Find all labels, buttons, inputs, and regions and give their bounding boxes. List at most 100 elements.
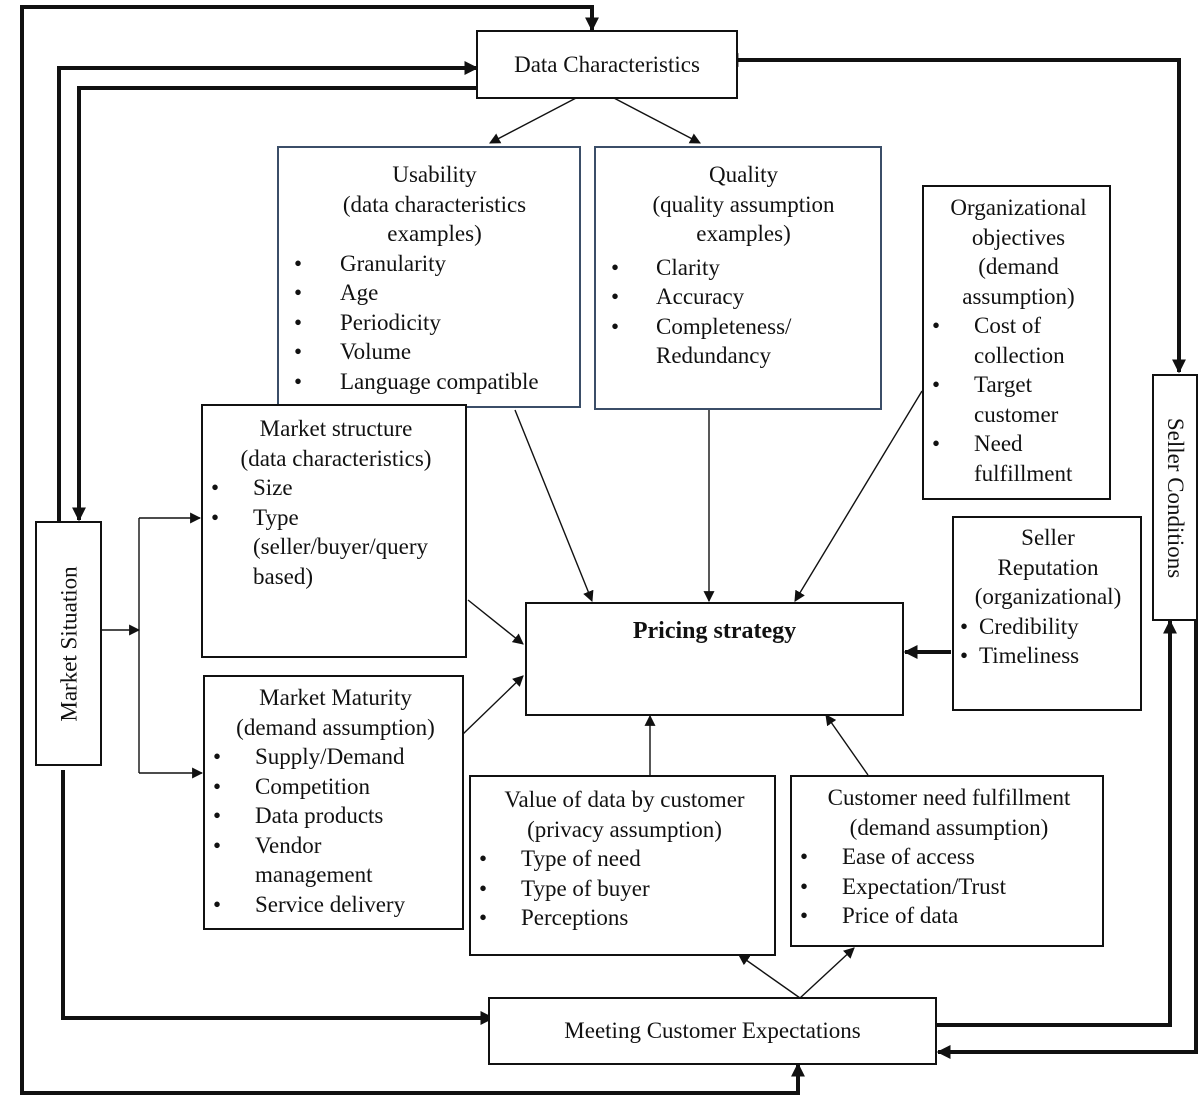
usability-title-line: (data characteristics: [342, 191, 527, 217]
list-item: •Need fulfillment: [932, 429, 1105, 488]
list-item-label: Target customer: [974, 372, 1059, 427]
quality-title-line: Quality: [709, 162, 778, 187]
list-item: •Clarity: [611, 253, 876, 283]
reputation-title-line: Reputation: [997, 554, 1099, 580]
usability-title-line: examples): [387, 221, 482, 246]
loop-dc-to-situation-inner: [72, 86, 477, 522]
bullet-glyph: •: [213, 832, 222, 858]
arrow-structure-to-pricing: [467, 599, 524, 645]
list-item: •Competition: [213, 772, 458, 802]
quality-box: Quality (quality assumption examples) •C…: [594, 146, 882, 410]
list-item: •Periodicity: [294, 308, 575, 338]
quality-list: •Clarity •Accuracy •Completeness/ Redund…: [611, 253, 876, 371]
objectives-title-line: Organizational: [950, 195, 1087, 220]
value-list: • Type of need • Type of buyer • Perception…: [479, 844, 770, 933]
structure-title-line: Market structure: [259, 416, 413, 441]
bullet-glyph: •: [932, 372, 941, 397]
list-item: •Expectation/Trust: [800, 872, 1098, 902]
maturity-title-line: (demand assumption): [236, 714, 435, 740]
arrow-maturity-to-pricing: [461, 675, 524, 736]
bullet-glyph: •: [294, 339, 303, 364]
list-item-label: Timeliness: [979, 643, 1080, 668]
data-characteristics-title: Data Characteristics: [514, 51, 700, 77]
bullet-glyph: •: [479, 875, 488, 901]
usability-title-line: Usability: [392, 162, 477, 187]
loop-bottom-to-expectations: [20, 1050, 805, 1095]
list-item: • Volume: [294, 337, 575, 367]
list-item-label: Language compatible: [340, 368, 539, 394]
value-of-data-box: Value of data by customer (privacy assum…: [469, 775, 776, 956]
arrow-dc-to-usability: [489, 96, 579, 144]
bullet-glyph: •: [479, 905, 488, 930]
list-item: •Supply/Demand: [213, 742, 458, 772]
list-item: • Perceptions: [479, 903, 770, 933]
need-list: •Ease of access •Expectation/Trust •Pric…: [800, 842, 1098, 931]
value-title-line: (privacy assumption): [527, 816, 722, 842]
list-item-label: Granularity: [340, 250, 447, 276]
list-item-label: Cost of collection: [974, 313, 1065, 368]
objectives-list: • Cost of collection • Target customer •Ne…: [932, 311, 1105, 488]
reputation-title-line: Seller: [1021, 525, 1075, 550]
market-structure-box: Market structure (data characteristics) …: [201, 404, 467, 658]
reputation-list: • Credibility • Timeliness: [960, 612, 1136, 671]
loop-seller-conditions-to-expectations: [936, 621, 1198, 1059]
bullet-glyph: •: [611, 284, 620, 309]
objectives-title-line: objectives: [971, 224, 1066, 250]
objectives-title-line: assumption): [962, 283, 1075, 309]
market-maturity-box: Market Maturity (demand assumption) •Sup…: [203, 675, 464, 930]
list-item: •Service delivery: [213, 890, 458, 920]
list-item-label: Service delivery: [255, 891, 406, 917]
quality-title-line: examples): [696, 221, 791, 246]
list-item-label: Type of need: [521, 846, 641, 871]
list-item-label: Periodicity: [340, 309, 441, 335]
pricing-strategy-box: Pricing strategy: [525, 602, 904, 716]
list-item: •Age: [294, 278, 575, 308]
arrow-usability-to-pricing: [514, 409, 594, 603]
meeting-customer-expectations-box: Meeting Customer Expectations: [488, 997, 937, 1065]
value-title-line: Value of data by customer: [504, 787, 745, 812]
list-item-label: Clarity: [656, 254, 720, 280]
list-item: •Price of data: [800, 901, 1098, 931]
bullet-glyph: •: [960, 613, 969, 639]
arrow-expectations-to-need: [799, 947, 855, 999]
list-item: •Data products: [213, 801, 458, 831]
bullet-glyph: •: [960, 643, 969, 668]
reputation-title-line: (organizational): [974, 584, 1122, 609]
bullet-glyph: •: [800, 873, 809, 899]
list-item: • Size: [211, 473, 461, 503]
list-item: • Type of need: [479, 844, 770, 874]
list-item-label: Credibility: [979, 613, 1079, 639]
list-item-label: Volume: [340, 339, 412, 364]
quality-title-line: (quality assumption: [652, 191, 835, 217]
list-item-label: Ease of access: [842, 844, 975, 869]
list-item-label: Vendor management: [255, 832, 373, 888]
list-item: • Target customer: [932, 370, 1105, 429]
list-item-label: Type (seller/buyer/query based): [253, 504, 428, 589]
bullet-glyph: •: [479, 846, 488, 871]
list-item: • Type of buyer: [479, 874, 770, 904]
bullet-glyph: •: [294, 250, 303, 276]
objectives-title-line: (demand: [978, 254, 1059, 279]
list-item-label: Perceptions: [521, 905, 629, 930]
arrow-objectives-to-pricing: [794, 390, 923, 602]
list-item-label: Type of buyer: [521, 875, 650, 901]
arrow-need-to-pricing: [825, 714, 869, 776]
list-item: •Accuracy: [611, 282, 876, 312]
structure-list: • Size • Type (seller/buyer/query based): [211, 473, 461, 591]
bullet-glyph: •: [213, 773, 222, 799]
organizational-objectives-box: Organizational objectives (demand assump…: [922, 185, 1111, 500]
arrow-dc-to-quality: [611, 96, 701, 144]
bullet-glyph: •: [213, 744, 222, 769]
bullet-glyph: •: [611, 313, 620, 339]
loop-situation-to-dc-outer: [57, 61, 479, 522]
list-item: • Vendor management: [213, 831, 458, 890]
loop-expectations-to-seller-conditions: [936, 619, 1177, 1027]
bullet-glyph: •: [211, 475, 220, 500]
list-item: •Ease of access: [800, 842, 1098, 872]
list-item-label: Size: [253, 475, 293, 500]
market-situation-box: Market Situation: [35, 521, 102, 766]
list-item: • Timeliness: [960, 641, 1136, 671]
list-item: •Language compatible: [294, 367, 575, 397]
usability-box: Usability (data characteristics examples…: [277, 146, 581, 408]
